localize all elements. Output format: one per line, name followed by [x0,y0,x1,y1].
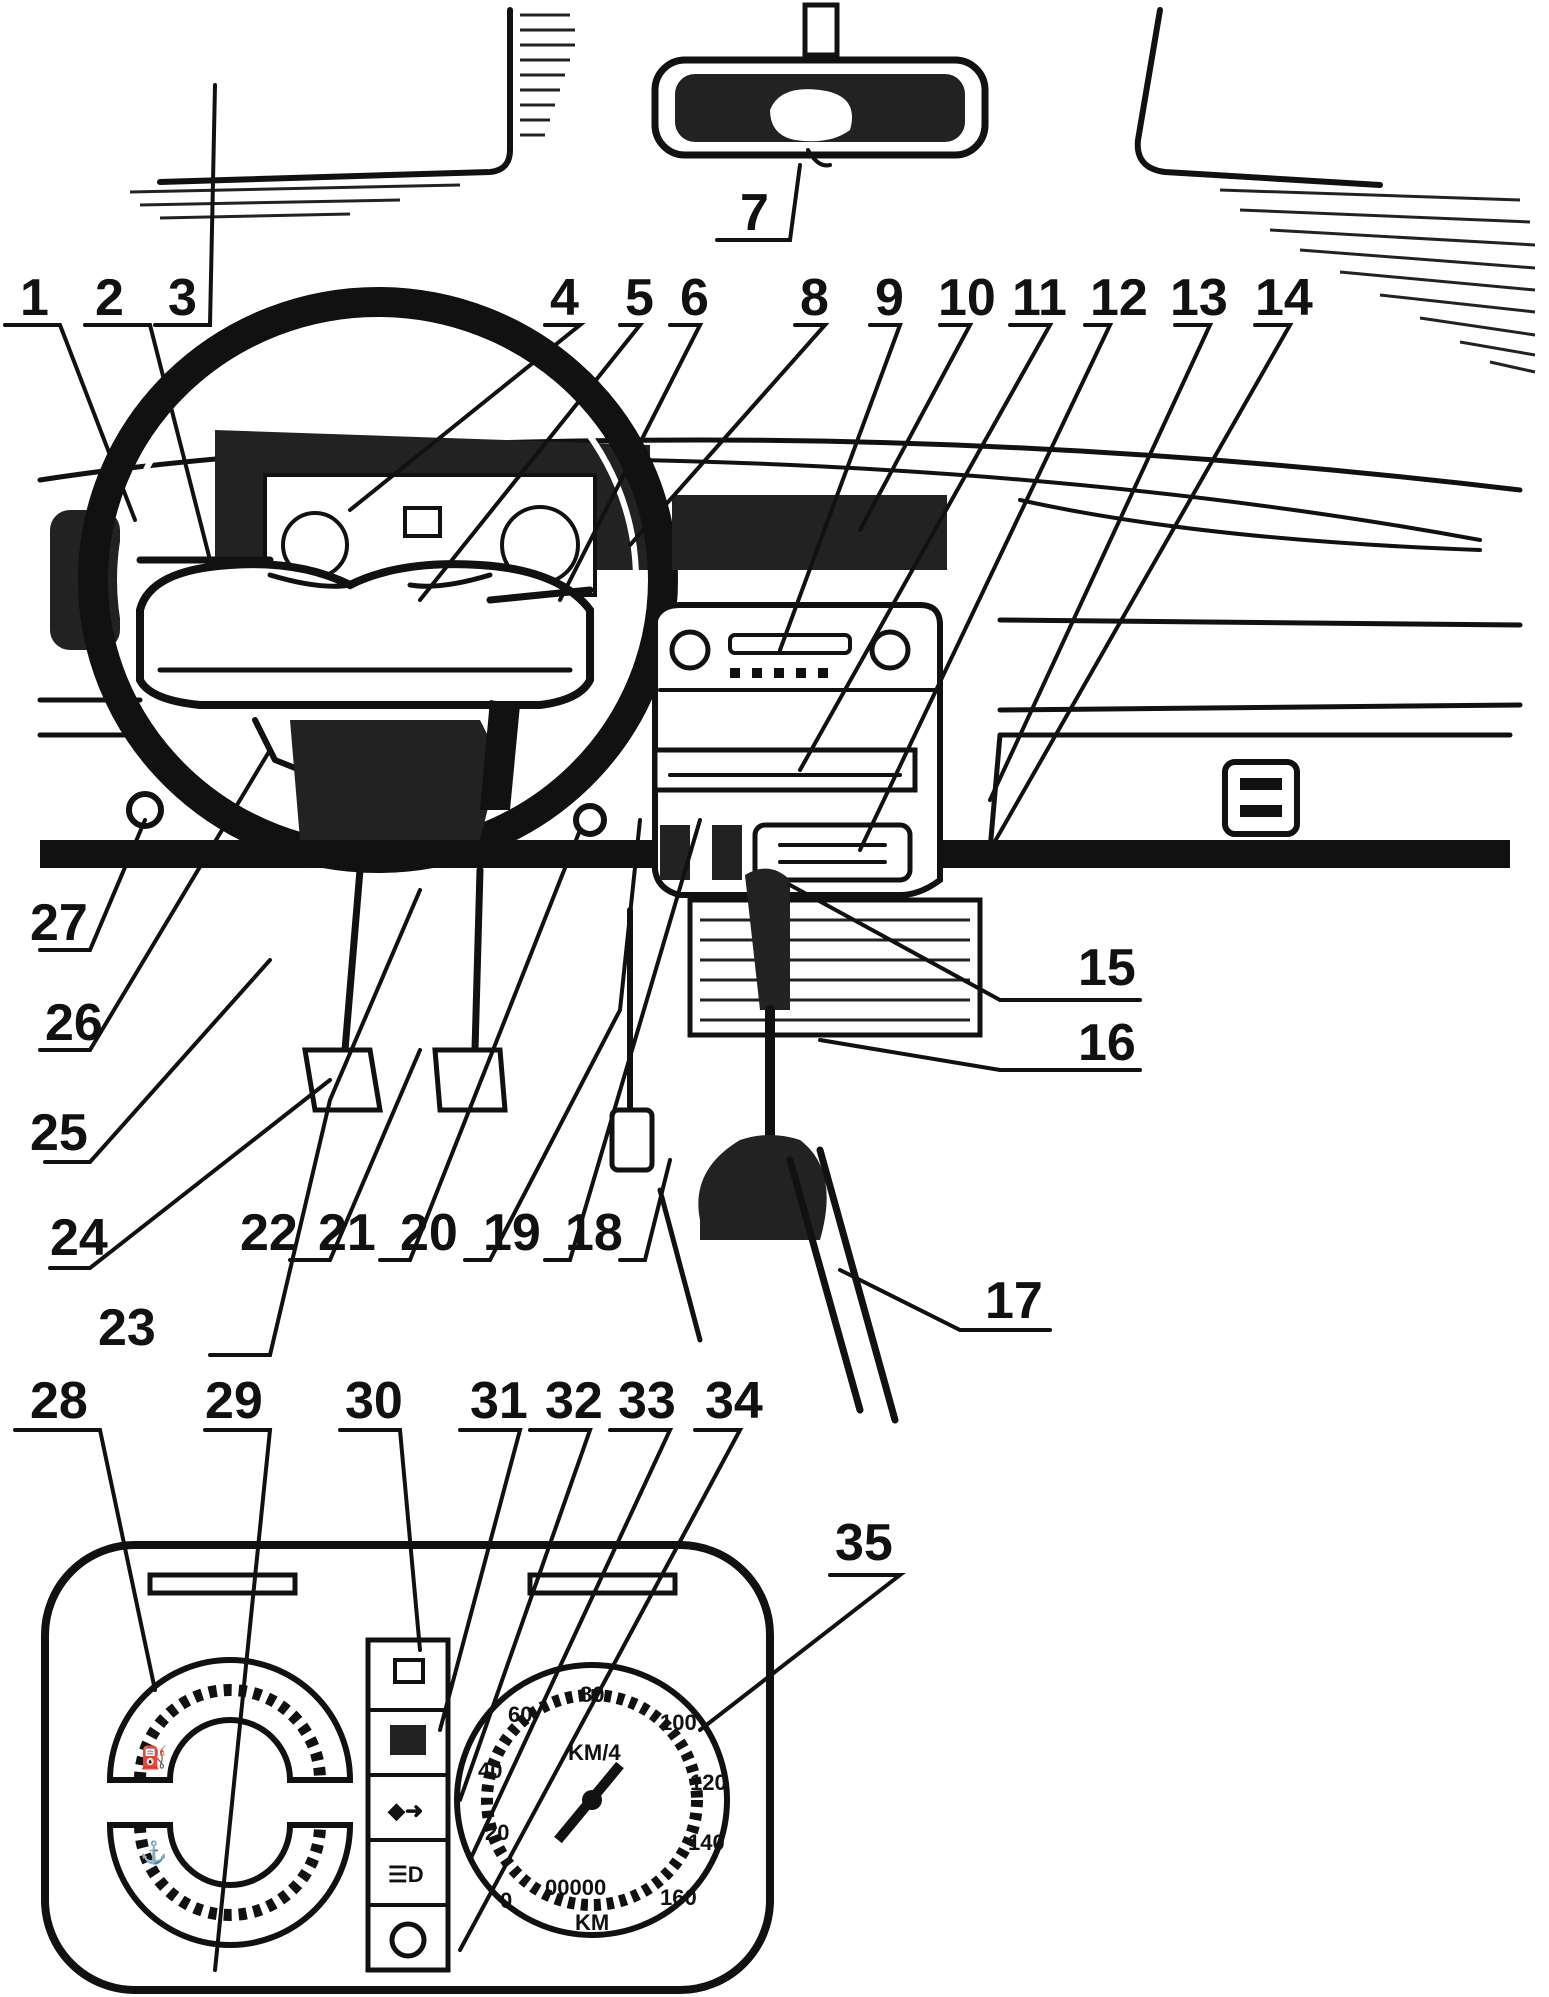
windshield-frame [129,7,1536,374]
callout-17: 17 [985,1272,1043,1330]
speed-0: 0 [500,1888,512,1913]
callout-34: 34 [705,1372,763,1430]
speedometer-unit-top: KM/4 [568,1740,621,1765]
center-console [652,495,947,898]
speed-60: 60 [508,1702,532,1727]
callout-25: 25 [30,1104,88,1162]
callout-10: 10 [938,269,996,327]
combined-gauge: ⛽ ⚓ [106,1657,354,1948]
callout-12: 12 [1090,269,1148,327]
svg-text:⚓: ⚓ [140,1840,167,1865]
callout-22: 22 [240,1204,298,1262]
handbrake-lever [786,1146,899,1424]
callout-20: 20 [400,1204,458,1262]
callout-18: 18 [565,1204,623,1262]
odometer: 00000 [545,1875,606,1900]
steering-column-shroud [290,700,520,840]
callout-7: 7 [740,184,769,242]
callout-3: 3 [168,269,197,327]
callout-27: 27 [30,894,88,952]
callout-9: 9 [875,269,904,327]
warning-lamps: ◆➜ ☰D [365,1637,451,1973]
callout-5: 5 [625,269,654,327]
callout-21: 21 [318,1204,376,1262]
speed-100: 100 [660,1710,697,1735]
callout-13: 13 [1170,269,1228,327]
callout-24: 24 [50,1209,108,1267]
callout-23: 23 [98,1299,156,1357]
callout-30: 30 [345,1372,403,1430]
glove-box [987,732,1513,853]
speedometer: 0 20 40 60 80 100 120 140 160 KM/4 00000… [454,1662,730,1938]
callout-32: 32 [545,1372,603,1430]
speed-20: 20 [485,1820,509,1845]
lower-console-vents [687,897,983,1038]
callout-8: 8 [800,269,829,327]
callout-6: 6 [680,269,709,327]
speed-120: 120 [690,1770,727,1795]
callout-2: 2 [95,269,124,327]
callout-35: 35 [835,1514,893,1572]
callout-11: 11 [1012,269,1067,327]
callout-15: 15 [1078,939,1136,997]
knob-right [573,803,607,837]
speed-160: 160 [660,1885,697,1910]
lower-leader-lines [38,748,1142,1357]
callout-1: 1 [20,269,49,327]
callout-28: 28 [30,1372,88,1430]
brake-lamp-icon [389,1921,427,1959]
top-leader-lines [3,83,1294,852]
callout-26: 26 [45,994,103,1052]
callout-19: 19 [483,1204,541,1262]
steering-column-switches [136,556,594,773]
callout-16: 16 [1078,1014,1136,1072]
callout-29: 29 [205,1372,263,1430]
callout-14: 14 [1255,269,1313,327]
oil-lamp-icon [393,1658,425,1684]
speedometer-unit-bottom: KM [575,1910,609,1935]
instrument-panel-detail: ⛽ ⚓ ◆➜ ☰D 0 20 40 60 80 100 [41,1541,774,1994]
steering-wheel [78,287,678,873]
knob-left [126,791,164,829]
gear-lever [698,868,827,1240]
speed-140: 140 [688,1830,725,1855]
detail-leader-lines [13,1428,906,1972]
battery-lamp-icon [390,1725,426,1755]
turn-signal-lamp-icon: ◆➜ [387,1798,423,1823]
high-beam-lamp-icon: ☰D [388,1862,424,1887]
callout-numbers: 1 2 3 4 5 6 7 8 9 10 11 12 13 14 15 16 1… [20,184,1313,1572]
callout-4: 4 [550,269,579,327]
pedals [302,866,703,1343]
svg-text:⛽: ⛽ [140,1745,167,1770]
speed-40: 40 [478,1758,502,1783]
callout-31: 31 [470,1372,528,1430]
callout-33: 33 [618,1372,676,1430]
rear-view-mirror [651,2,989,168]
